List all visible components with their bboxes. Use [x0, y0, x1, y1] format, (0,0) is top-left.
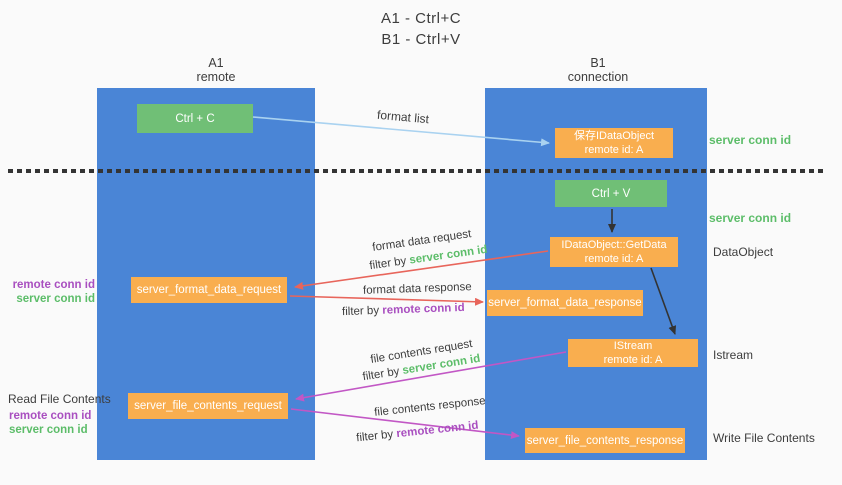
write-file-contents-label: Write File Contents	[713, 431, 815, 445]
node-save-idataobject-line1: 保存IDataObject	[573, 130, 655, 142]
node-ctrl-v-label: Ctrl + V	[591, 187, 631, 200]
lifeline-b1-subtitle: connection	[567, 70, 629, 84]
node-server-file-contents-response-label: server_file_contents_response	[526, 434, 684, 447]
node-save-idataobject: 保存IDataObject remote id: A	[555, 128, 673, 158]
server-conn-id-right-mid: server conn id	[709, 211, 792, 225]
lifeline-b1-header: B1 connection	[528, 56, 668, 84]
filter-prefix: filter by	[355, 428, 394, 445]
filter-prefix: filter by	[341, 304, 380, 319]
node-server-format-data-request: server_format_data_request	[131, 277, 287, 303]
remote-conn-id-key: remote conn id	[395, 419, 480, 441]
node-server-file-contents-request: server_file_contents_request	[128, 393, 288, 419]
format-data-response-label: format data response	[362, 281, 472, 297]
node-idataobject-getdata: IDataObject::GetData remote id: A	[550, 237, 678, 267]
filter-prefix: filter by	[361, 365, 401, 384]
node-idataobject-getdata-line1: IDataObject::GetData	[561, 239, 667, 251]
dataobject-label: DataObject	[713, 245, 774, 259]
node-server-file-contents-request-label: server_file_contents_request	[134, 400, 282, 412]
filter-by-remote-conn-id-label-2: filter by remote conn id	[356, 420, 479, 445]
format-data-response-arrow	[289, 295, 484, 306]
lifeline-a1-header: A1 remote	[146, 56, 286, 84]
node-idataobject-getdata-line2: remote id: A	[584, 253, 644, 265]
diagram-title: A1 - Ctrl+C B1 - Ctrl+V	[0, 8, 842, 50]
remote-conn-id-key: remote conn id	[382, 301, 465, 317]
filter-by-remote-conn-id-label-1: filter by remote conn id	[342, 302, 465, 318]
left-conn-id-group-1: remote conn id server conn id	[9, 278, 95, 306]
file-contents-response-label: file contents response	[373, 395, 487, 419]
lifeline-a1-name: A1	[208, 56, 224, 70]
node-ctrl-c: Ctrl + C	[137, 104, 253, 133]
format-list-label: format list	[376, 107, 430, 127]
left-conn-id-group-2: remote conn id server conn id	[9, 409, 92, 437]
remote-conn-id-left-1: remote conn id	[12, 279, 95, 291]
server-conn-id-left-2: server conn id	[9, 424, 88, 436]
node-istream: IStream remote id: A	[568, 339, 698, 367]
session-separator-dotted-line	[8, 169, 826, 173]
read-file-contents-label: Read File Contents	[8, 392, 111, 406]
node-server-format-data-response: server_format_data_response	[487, 290, 643, 316]
title-line-2: B1 - Ctrl+V	[381, 31, 461, 48]
node-ctrl-v: Ctrl + V	[555, 180, 667, 207]
node-server-format-data-request-label: server_format_data_request	[136, 284, 282, 296]
node-server-format-data-response-label: server_format_data_response	[488, 297, 642, 309]
node-save-idataobject-line2: remote id: A	[584, 144, 644, 156]
remote-conn-id-left-2: remote conn id	[9, 410, 92, 422]
server-conn-id-left-1: server conn id	[16, 293, 95, 305]
lifeline-a1-subtitle: remote	[196, 70, 236, 84]
node-ctrl-c-label: Ctrl + C	[175, 112, 215, 125]
title-line-1: A1 - Ctrl+C	[380, 10, 462, 27]
server-conn-id-right-top: server conn id	[709, 133, 792, 147]
filter-prefix: filter by	[368, 255, 408, 273]
lifeline-b1-name: B1	[590, 56, 606, 70]
node-istream-line1: IStream	[613, 340, 653, 352]
node-server-file-contents-response: server_file_contents_response	[525, 428, 685, 453]
node-istream-line2: remote id: A	[603, 354, 663, 366]
istream-label: Istream	[713, 348, 754, 362]
